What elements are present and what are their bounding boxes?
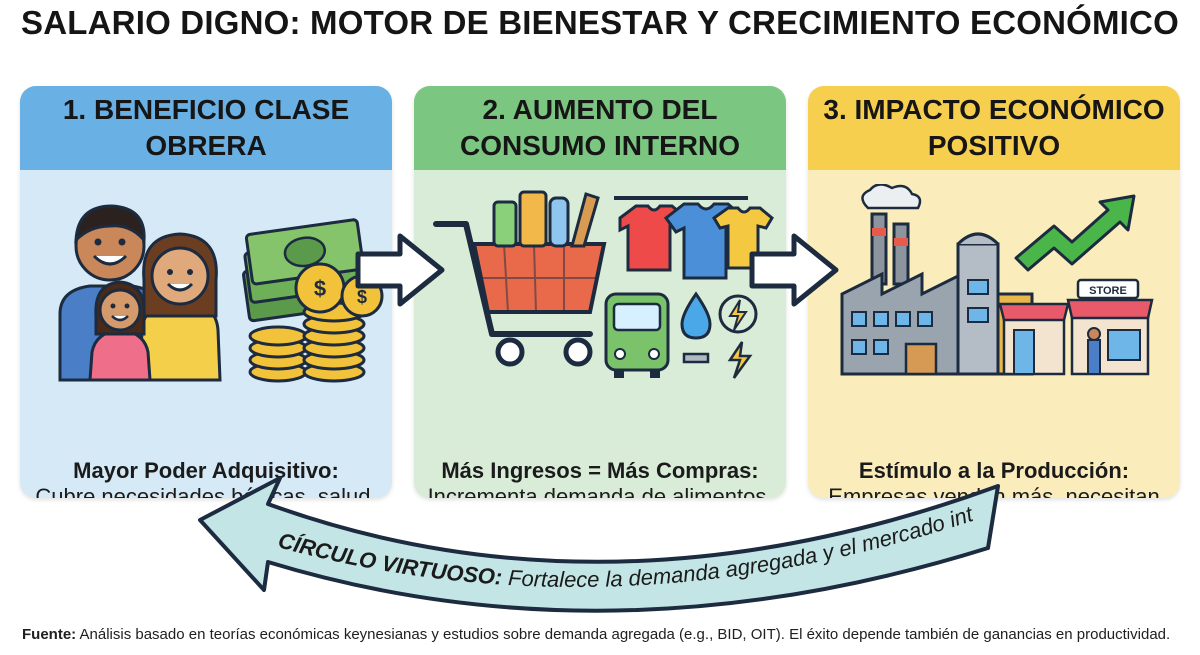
lightning-icon bbox=[718, 294, 758, 379]
step-1-heading: 1. BENEFICIO CLASE OBRERA bbox=[20, 86, 392, 170]
store-sign: STORE bbox=[1089, 285, 1127, 297]
bus-icon bbox=[604, 292, 670, 378]
step-3-heading: 3. IMPACTO ECONÓMICO POSITIVO bbox=[808, 86, 1180, 170]
svg-text:$: $ bbox=[357, 287, 367, 307]
page-title: SALARIO DIGNO: MOTOR DE BIENESTAR Y CREC… bbox=[21, 4, 1179, 41]
arrow-step2-to-step3 bbox=[749, 233, 839, 307]
source-label: Fuente: bbox=[22, 626, 77, 643]
virtuous-cycle-description: Fortalece la demanda agregada y el merca… bbox=[0, 0, 977, 592]
store-icon: STORE bbox=[998, 278, 1154, 376]
step-1-description: Cubre necesidades básicas, salud, educac… bbox=[35, 484, 377, 498]
arrow-step1-to-step2 bbox=[355, 233, 445, 307]
step-2-description: Incrementa demanda de alimentos, ropa, t… bbox=[427, 484, 773, 498]
source-note: Fuente: Análisis basado en teorías econó… bbox=[22, 626, 1170, 643]
step-3-lead: Estímulo a la Producción: bbox=[858, 458, 1130, 483]
step-card-3: 3. IMPACTO ECONÓMICO POSITIVO bbox=[808, 86, 1180, 498]
svg-text:$: $ bbox=[314, 276, 326, 301]
source-text: Análisis basado en teorías económicas ke… bbox=[76, 626, 1171, 643]
family-icon bbox=[58, 204, 222, 382]
shopping-cart-icon bbox=[433, 190, 607, 367]
step-2-lead: Más Ingresos = Más Compras: bbox=[441, 458, 759, 483]
step-card-2: 2. AUMENTO DEL CONSUMO INTERNO bbox=[414, 86, 786, 498]
growth-arrow-icon bbox=[1014, 194, 1136, 272]
step-2-heading: 2. AUMENTO DEL CONSUMO INTERNO bbox=[414, 86, 786, 170]
water-drop-icon bbox=[680, 291, 712, 364]
step-1-lead: Mayor Poder Adquisitivo: bbox=[73, 458, 339, 483]
virtuous-cycle-text: CÍRCULO VIRTUOSO: Fortalece la demanda a… bbox=[0, 0, 977, 592]
